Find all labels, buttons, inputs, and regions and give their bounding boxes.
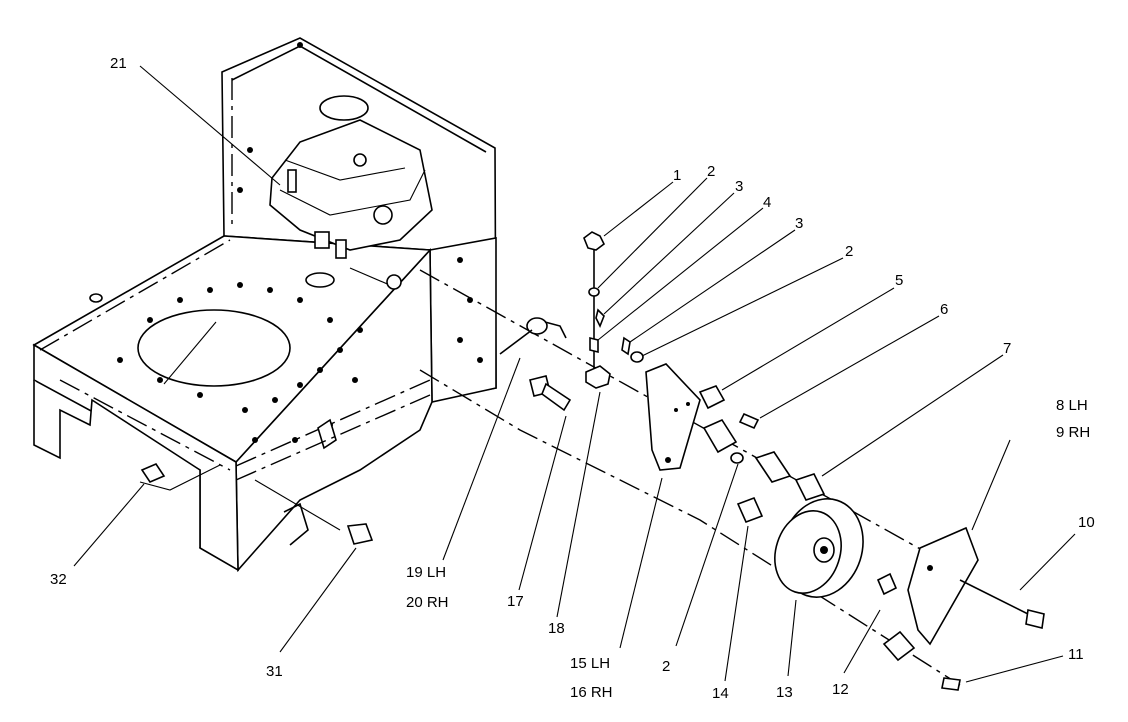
callout-2-bottom: 2 bbox=[662, 658, 670, 675]
callout-32: 32 bbox=[50, 571, 67, 588]
callout-7: 7 bbox=[1003, 340, 1011, 357]
callout-8: 8 LH bbox=[1056, 397, 1088, 414]
hydro-pump-unit bbox=[269, 119, 433, 259]
callout-15: 15 LH bbox=[570, 655, 610, 672]
linkage-hardware bbox=[139, 231, 1045, 691]
callout-9: 9 RH bbox=[1056, 424, 1090, 441]
callout-14: 14 bbox=[712, 685, 729, 702]
callout-5: 5 bbox=[895, 272, 903, 289]
callout-11: 11 bbox=[1068, 646, 1084, 663]
callout-3-top: 3 bbox=[735, 178, 743, 195]
callout-3-lower: 3 bbox=[795, 215, 803, 232]
callout-20: 20 RH bbox=[406, 594, 449, 611]
callout-labels: 21 1 2 3 4 3 2 5 6 7 8 LH 9 RH 10 11 12 … bbox=[50, 55, 1095, 702]
leader-lines bbox=[73, 65, 1076, 683]
callout-19: 19 LH bbox=[406, 564, 446, 581]
callout-16: 16 RH bbox=[570, 684, 613, 701]
callout-1: 1 bbox=[673, 167, 681, 184]
callout-2-right: 2 bbox=[845, 243, 853, 260]
callout-6: 6 bbox=[940, 301, 948, 318]
chassis-holes bbox=[117, 42, 483, 443]
callout-12: 12 bbox=[832, 681, 849, 698]
callout-2-top: 2 bbox=[707, 163, 715, 180]
callout-4: 4 bbox=[763, 194, 771, 211]
callout-18: 18 bbox=[548, 620, 565, 637]
chassis-frame bbox=[32, 37, 497, 573]
callout-10: 10 bbox=[1078, 514, 1095, 531]
callout-17: 17 bbox=[507, 593, 524, 610]
callout-13: 13 bbox=[776, 684, 793, 701]
callout-21: 21 bbox=[110, 55, 127, 72]
callout-31: 31 bbox=[266, 663, 283, 680]
